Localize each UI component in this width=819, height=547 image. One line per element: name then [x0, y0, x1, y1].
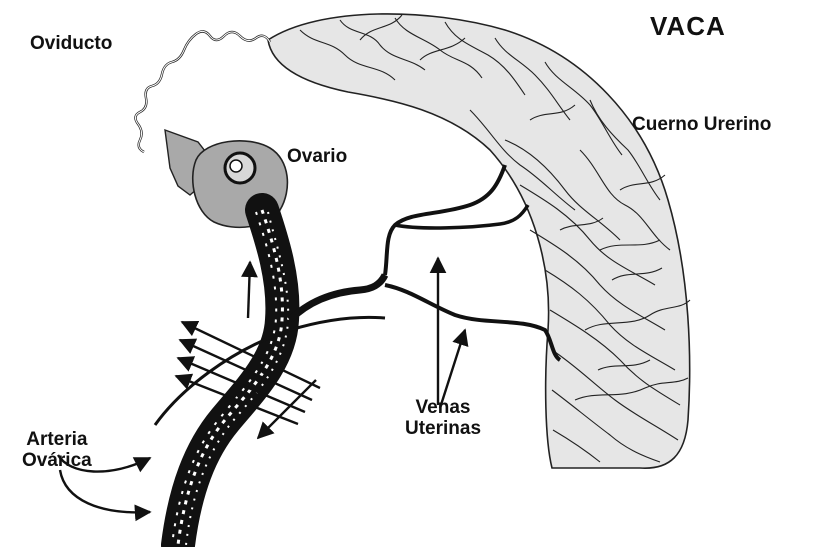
uterine-veins-label-line2: Uterinas — [405, 419, 481, 440]
ovarian-artery-label-line1: Arteria — [22, 430, 92, 451]
ovarian-artery-label: Arteria Ovárica — [22, 430, 92, 471]
uterine-veins-label: Venas Uterinas — [405, 398, 481, 439]
ovary-label: Ovario — [287, 147, 347, 168]
title-label: VACA — [650, 12, 726, 40]
uterine-horn-label: Cuerno Urerino — [632, 115, 771, 136]
oviduct-label: Oviducto — [30, 34, 112, 55]
ovarian-artery — [172, 210, 288, 545]
oviduct — [135, 31, 270, 152]
ovarian-artery-label-line2: Ovárica — [22, 451, 92, 472]
uterine-veins-label-line1: Venas — [405, 398, 481, 419]
